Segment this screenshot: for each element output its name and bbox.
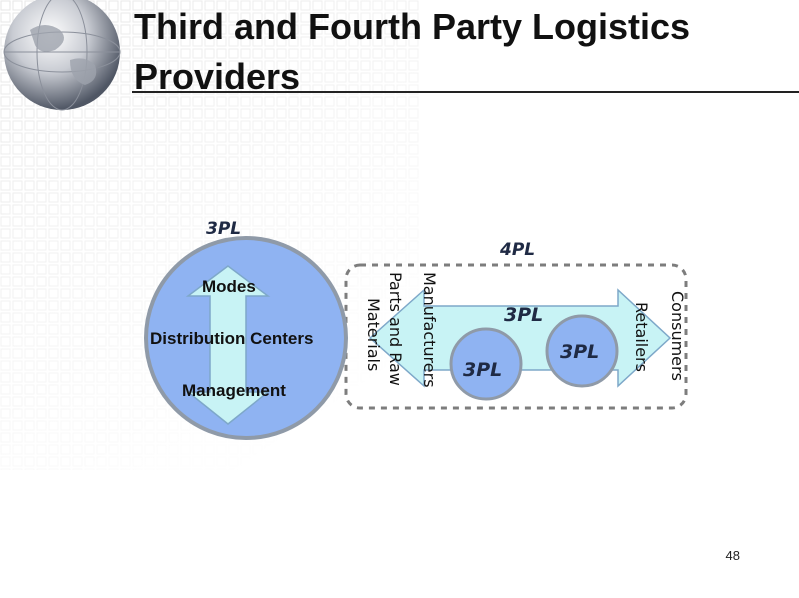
slide-title-line1: Third and Fourth Party Logistics	[134, 6, 691, 47]
globe-icon	[3, 0, 121, 111]
fourpl-label: 4PL	[500, 240, 536, 260]
manufacturers-label: Manufacturers	[420, 272, 439, 388]
outer-3pl-label: 3PL	[206, 219, 242, 239]
circle2-3pl-label: 3PL	[560, 341, 600, 363]
fourpl-dashed-box	[344, 263, 688, 410]
retailers-label: Retailers	[632, 302, 651, 372]
slide-title-line2: Providers	[134, 56, 301, 97]
modes-label: Modes	[202, 277, 256, 296]
slide-title: Third and Fourth Party Logistics Provide…	[134, 2, 784, 102]
consumers-label: Consumers	[668, 291, 687, 381]
threepl-small-circle-1	[449, 327, 523, 401]
circle1-3pl-label: 3PL	[463, 359, 503, 381]
threepl-small-circle-2	[545, 314, 619, 388]
distribution-centers-label: Distribution Centers	[150, 329, 314, 348]
page-number: 48	[725, 548, 740, 563]
materials-label: Materials	[364, 298, 383, 372]
management-label: Management	[182, 381, 286, 400]
parts-raw-label: Parts and Raw	[386, 272, 405, 386]
arrow-3pl-label: 3PL	[504, 304, 544, 326]
vertical-double-arrow	[185, 265, 271, 425]
